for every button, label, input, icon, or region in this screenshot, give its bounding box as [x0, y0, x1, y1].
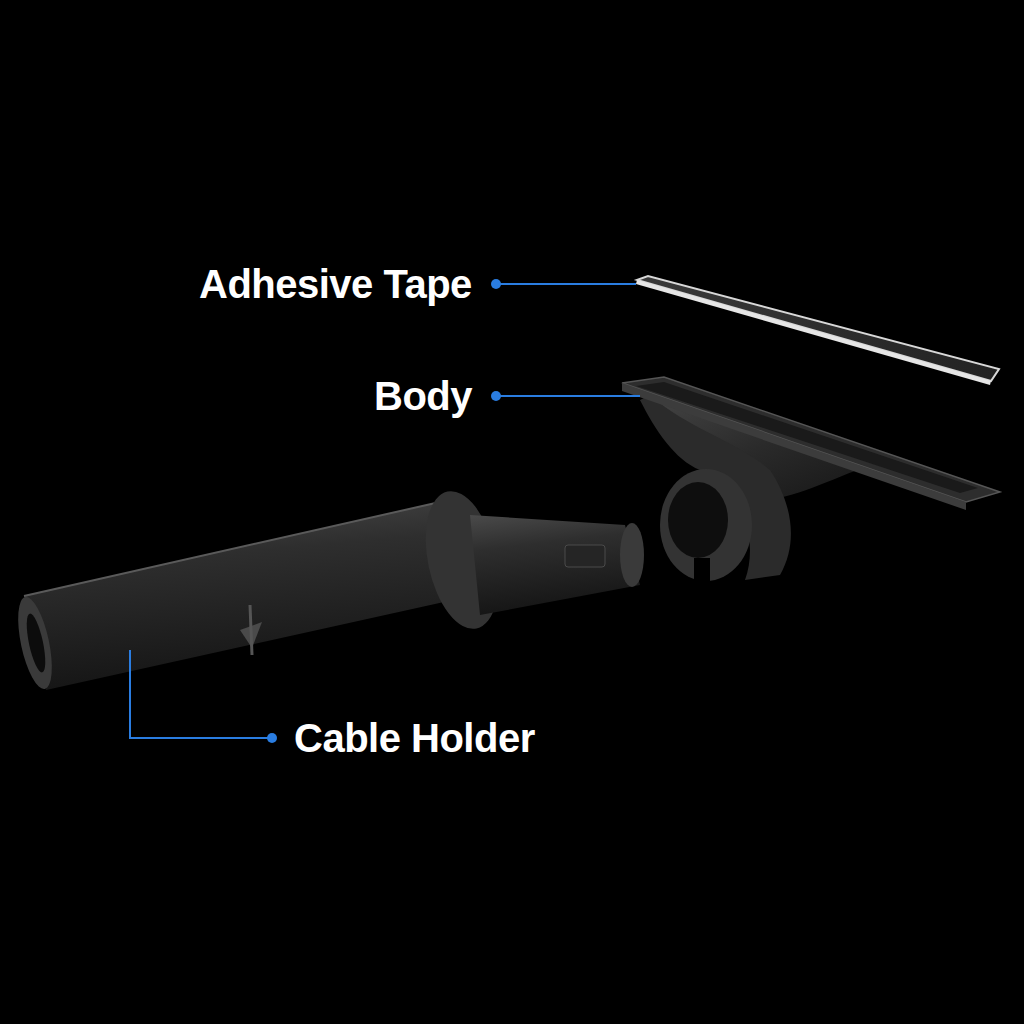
leader-dots: [267, 279, 501, 743]
part-label: Body: [374, 372, 472, 420]
adhesive-tape: [636, 276, 999, 385]
leader-dot: [491, 391, 501, 401]
part-label: Adhesive Tape: [199, 260, 472, 308]
leader-lines: [130, 284, 640, 738]
leader-dot: [491, 279, 501, 289]
part-label: Cable Holder: [294, 714, 535, 762]
leader-dot: [267, 733, 277, 743]
leader-line: [496, 395, 640, 397]
body-part: [622, 377, 1000, 584]
leader-line: [130, 650, 272, 738]
leader-line: [496, 283, 636, 285]
cable-holder: [12, 484, 644, 691]
